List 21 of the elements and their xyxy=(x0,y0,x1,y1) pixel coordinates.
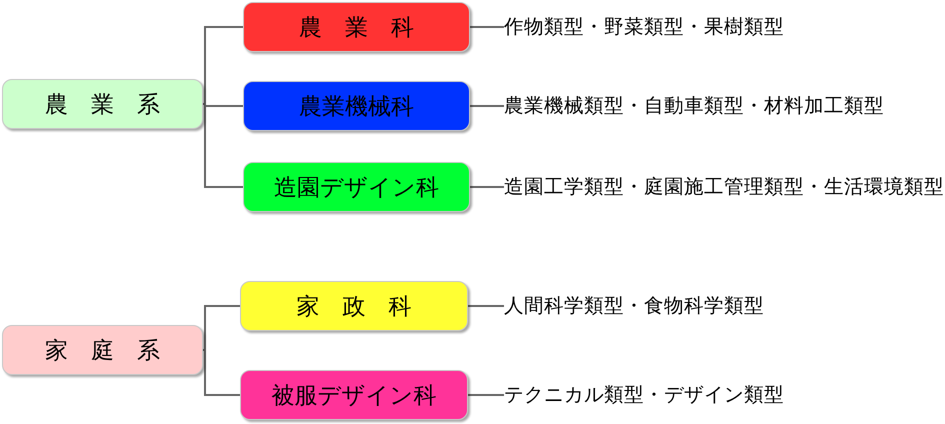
category-box: 家 庭 系 xyxy=(2,325,203,375)
course-types-text: テクニカル類型・デザイン類型 xyxy=(504,382,784,408)
connector-line xyxy=(203,26,243,105)
course-types-text: 人間科学類型・食物科学類型 xyxy=(504,293,764,319)
connector-line xyxy=(468,394,504,396)
course-box: 農業機械科 xyxy=(243,81,470,131)
course-types-text: 造園工学類型・庭園施工管理類型・生活環境類型 xyxy=(504,174,944,200)
connector-line xyxy=(468,305,504,307)
course-box: 農 業 科 xyxy=(243,2,470,52)
course-box: 造園デザイン科 xyxy=(243,162,470,212)
connector-line xyxy=(203,349,240,396)
connector-line xyxy=(470,26,504,28)
course-types-text: 作物類型・野菜類型・果樹類型 xyxy=(504,14,784,40)
connector-line xyxy=(203,103,243,107)
category-box: 農 業 系 xyxy=(2,79,203,129)
connector-line xyxy=(470,105,504,107)
course-types-text: 農業機械類型・自動車類型・材料加工類型 xyxy=(504,93,884,119)
connector-line xyxy=(470,186,504,188)
connector-line xyxy=(203,305,240,351)
course-box: 被服デザイン科 xyxy=(240,370,468,420)
course-box: 家 政 科 xyxy=(240,281,468,331)
